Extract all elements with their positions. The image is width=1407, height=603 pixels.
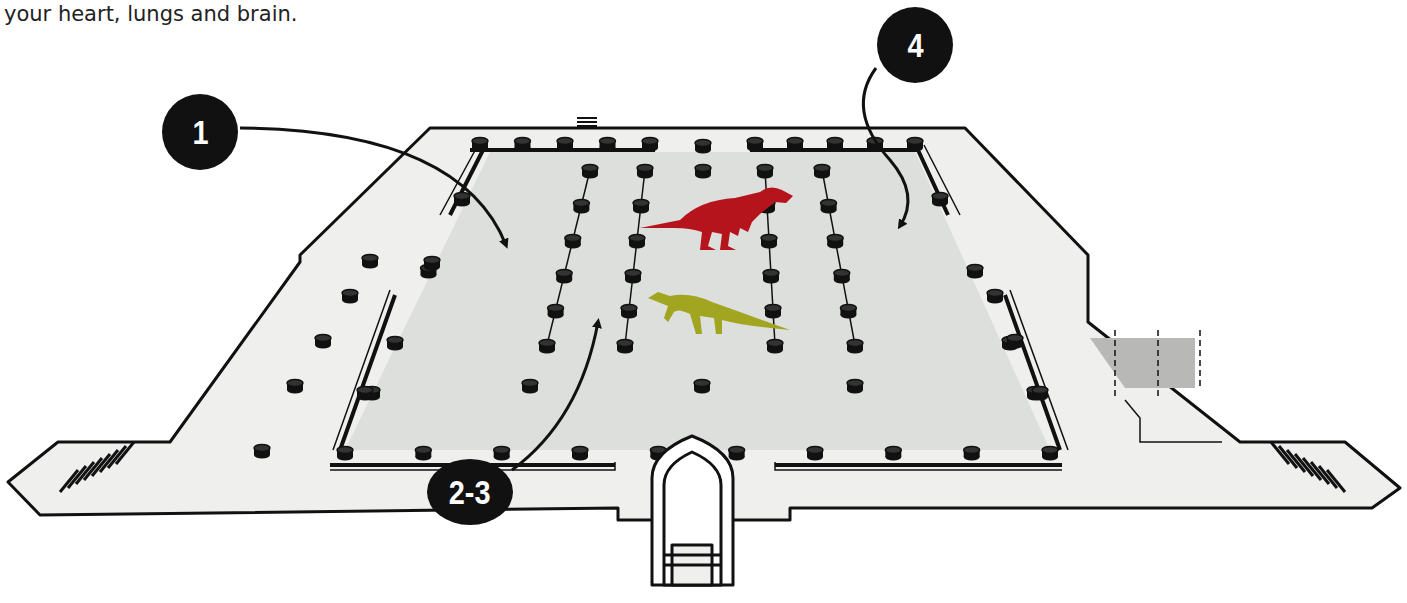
columns (254, 138, 1058, 461)
top-vent (577, 118, 597, 126)
column (827, 138, 843, 152)
column (761, 235, 777, 249)
column (254, 445, 270, 459)
column (847, 340, 863, 354)
column (629, 235, 645, 249)
column (694, 380, 710, 394)
column (572, 447, 588, 461)
callout-number: 4 (907, 28, 923, 62)
column (633, 200, 649, 214)
column (834, 270, 850, 284)
column (424, 257, 440, 271)
column (621, 305, 637, 319)
column (617, 340, 633, 354)
column (557, 138, 573, 152)
column (494, 447, 510, 461)
rails (330, 150, 1062, 465)
column (472, 138, 488, 152)
column (807, 447, 823, 461)
column (582, 165, 598, 179)
column (573, 200, 589, 214)
column (287, 380, 303, 394)
column (342, 290, 358, 304)
column (522, 380, 538, 394)
trex-figure (640, 187, 793, 250)
column (814, 165, 830, 179)
column (357, 387, 373, 401)
iguanodon-figure (648, 292, 790, 334)
column (600, 138, 616, 152)
side-room (1090, 338, 1195, 388)
entrance (652, 436, 733, 585)
column (765, 305, 781, 319)
column (821, 200, 837, 214)
column (695, 140, 711, 154)
column (695, 165, 711, 179)
column-lines (547, 170, 855, 345)
column (967, 265, 983, 279)
callout-number: 1 (192, 115, 208, 149)
column (885, 447, 901, 461)
leader-arrows (240, 68, 908, 470)
column (907, 138, 923, 152)
text-fragment: your heart, lungs and brain. (4, 2, 297, 26)
column (787, 138, 803, 152)
column (1007, 335, 1023, 349)
column (747, 138, 763, 152)
callout-circle: 4 (877, 7, 953, 83)
column (767, 340, 783, 354)
callout-number: 2-3 (449, 475, 491, 509)
column (840, 305, 856, 319)
column (362, 255, 378, 269)
column (556, 270, 572, 284)
column (637, 165, 653, 179)
column (827, 235, 843, 249)
column (454, 193, 470, 207)
column (1042, 447, 1058, 461)
column (625, 270, 641, 284)
column (315, 335, 331, 349)
column (763, 270, 779, 284)
column (539, 340, 555, 354)
column (729, 447, 745, 461)
column (337, 447, 353, 461)
column (847, 380, 863, 394)
callout-circle: 2-3 (427, 459, 513, 525)
column (964, 447, 980, 461)
column (565, 235, 581, 249)
column (1032, 387, 1048, 401)
column (642, 138, 658, 152)
wall (1125, 400, 1222, 442)
side-room-dashes (1115, 330, 1200, 400)
callout-circle: 1 (162, 94, 238, 170)
column (548, 305, 564, 319)
column (387, 337, 403, 351)
rails-outer (330, 145, 1068, 470)
column (757, 165, 773, 179)
column (987, 290, 1003, 304)
column (415, 447, 431, 461)
column (932, 193, 948, 207)
column (515, 138, 531, 152)
